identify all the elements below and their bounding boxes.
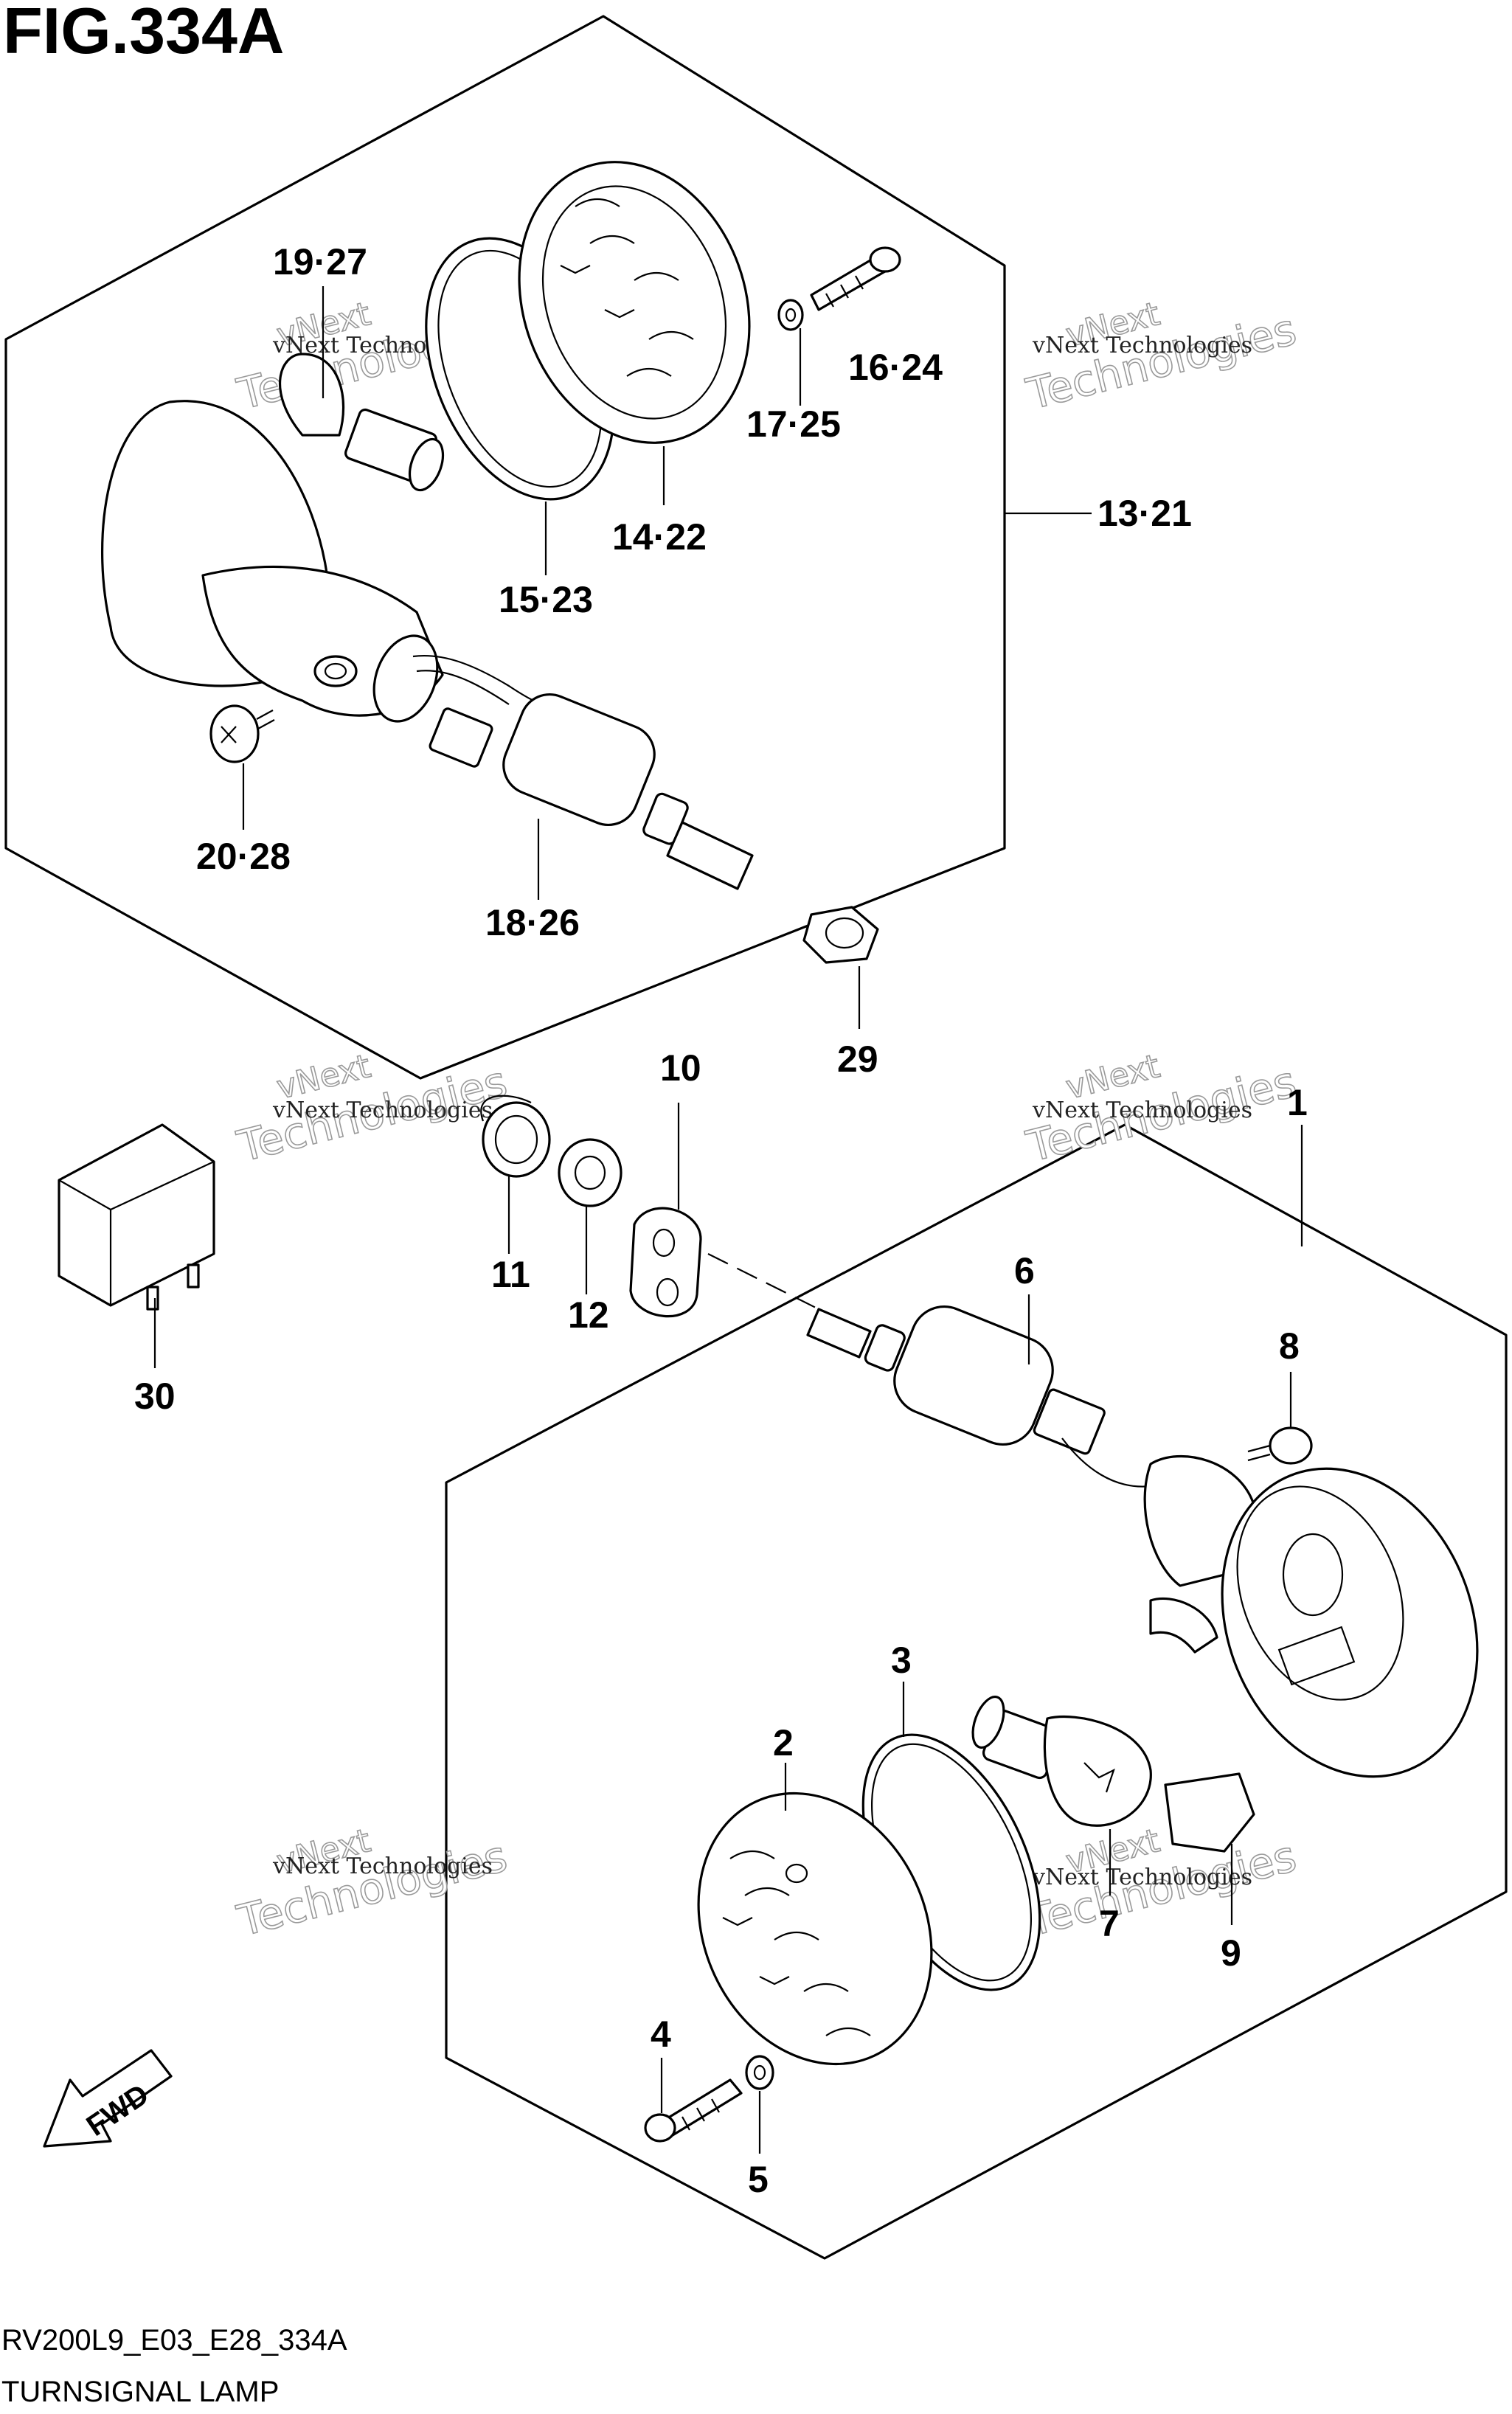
callout-11: 11 — [491, 1254, 530, 1295]
callout-13-21: 13·21 — [1097, 493, 1192, 534]
upper-housing-screw — [209, 704, 275, 763]
lower-socket — [806, 1305, 1151, 1488]
callout-labels: 19·27 16·24 17·25 14·22 13·21 15·23 20·2… — [134, 241, 1308, 2200]
upper-washer — [777, 299, 804, 331]
callout-20-28: 20·28 — [196, 836, 291, 877]
callout-9: 9 — [1221, 1932, 1241, 1974]
fwd-arrow-icon: FWD — [43, 2049, 173, 2148]
upper-socket — [429, 693, 754, 890]
upper-bulb — [279, 353, 445, 492]
callout-2: 2 — [773, 1722, 794, 1763]
lower-assembly-frame — [445, 1123, 1508, 2260]
callout-3: 3 — [891, 1640, 912, 1681]
svg-text:vNext Technologies: vNext Technologies — [1032, 333, 1252, 358]
model-code: RV200L9_E03_E28_334A — [1, 2324, 347, 2356]
callout-5: 5 — [748, 2159, 769, 2200]
svg-text:vNext Technologies: vNext Technologies — [272, 1853, 493, 1879]
upper-assembly-frame — [4, 15, 1006, 1080]
lower-lens — [697, 1792, 933, 2066]
leader-lines — [153, 286, 1303, 2154]
lower-bulb — [971, 1696, 1152, 1827]
callout-1: 1 — [1287, 1082, 1308, 1123]
figure-title: FIG.334A — [3, 0, 284, 67]
callout-29: 29 — [837, 1038, 878, 1080]
callout-14-22: 14·22 — [612, 516, 707, 558]
callout-4: 4 — [651, 2014, 671, 2055]
callout-10: 10 — [660, 1047, 701, 1089]
svg-text:vNext Technologies: vNext Technologies — [1032, 1865, 1252, 1890]
lower-housing — [1143, 1454, 1479, 1853]
nut — [802, 906, 879, 964]
lower-lens-screw — [644, 2078, 743, 2143]
upper-lens-screw — [810, 246, 901, 311]
svg-text:vNext Technologies: vNext Technologies — [272, 1097, 493, 1123]
callout-6: 6 — [1014, 1250, 1035, 1291]
lower-housing-screw — [1247, 1426, 1313, 1465]
cushion — [480, 1095, 551, 1178]
bushing — [558, 1138, 623, 1207]
callout-19-27: 19·27 — [273, 241, 367, 282]
diagram-caption: TURNSIGNAL LAMP — [1, 2376, 279, 2408]
bracket-plate — [629, 1207, 702, 1318]
callout-12: 12 — [568, 1294, 609, 1336]
assembly-path-line — [707, 1253, 819, 1310]
callout-15-23: 15·23 — [499, 579, 593, 620]
relay — [58, 1123, 215, 1311]
callout-30: 30 — [134, 1376, 176, 1417]
lower-washer — [745, 2055, 774, 2090]
callout-16-24: 16·24 — [848, 347, 943, 388]
callout-7: 7 — [1099, 1903, 1120, 1944]
svg-text:vNext Technologies: vNext Technologies — [1032, 1097, 1252, 1123]
upper-housing — [100, 400, 561, 723]
upper-lens — [518, 161, 751, 444]
callout-17-25: 17·25 — [746, 403, 841, 445]
callout-8: 8 — [1279, 1325, 1300, 1367]
callout-18-26: 18·26 — [485, 902, 580, 943]
